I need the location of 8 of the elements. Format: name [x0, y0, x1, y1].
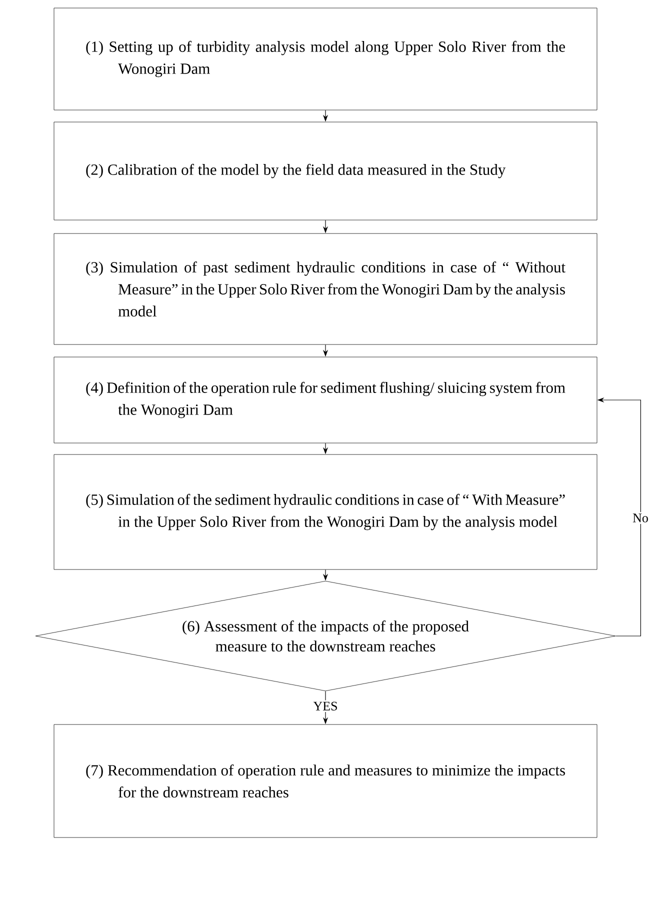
- process-box: (2) Calibration of the model by the field data measured in the Study: [54, 122, 598, 220]
- process-box: (7) Recommendation of operation rule and measures to minimize the impacts for the downstream reaches: [54, 724, 598, 838]
- edge-label: YES: [312, 700, 340, 712]
- edge-label: No: [631, 512, 650, 524]
- process-box: (1) Setting up of turbidity analysis model along Upper Solo River from the Wonogiri Dam: [54, 8, 598, 110]
- process-box: (4) Definition of the operation rule for sediment flushing/ sluicing system from the Wonogiri Dam: [54, 356, 598, 444]
- process-box: (5) Simulation of the sediment hydraulic conditions in case of “ With Measure” in the Upper Solo River from the Wonogiri Dam by the analysis model: [54, 454, 598, 570]
- process-box: (3) Simulation of past sediment hydraulic conditions in case of “ Without Measure” in the Upper Solo River from the Wonogiri Dam by the analysis model: [54, 233, 598, 345]
